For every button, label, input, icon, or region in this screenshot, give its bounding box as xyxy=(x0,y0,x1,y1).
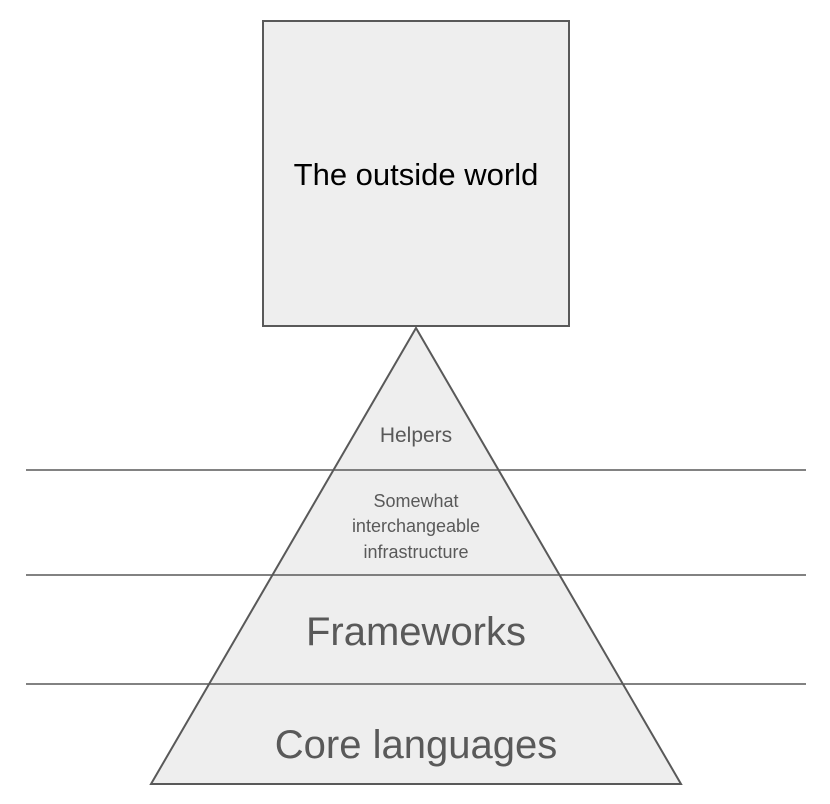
layer-label-infrastructure-line-3: infrastructure xyxy=(363,542,468,562)
outside-world-label: The outside world xyxy=(294,157,539,192)
layer-label-helpers: Helpers xyxy=(380,424,452,447)
outside-world-box xyxy=(262,20,570,327)
layer-label-infrastructure-line-2: interchangeable xyxy=(352,516,480,536)
layer-label-core-languages: Core languages xyxy=(275,723,557,767)
layer-label-infrastructure-line-1: Somewhat xyxy=(373,491,458,511)
layer-label-frameworks: Frameworks xyxy=(306,610,526,654)
pyramid xyxy=(149,326,683,785)
